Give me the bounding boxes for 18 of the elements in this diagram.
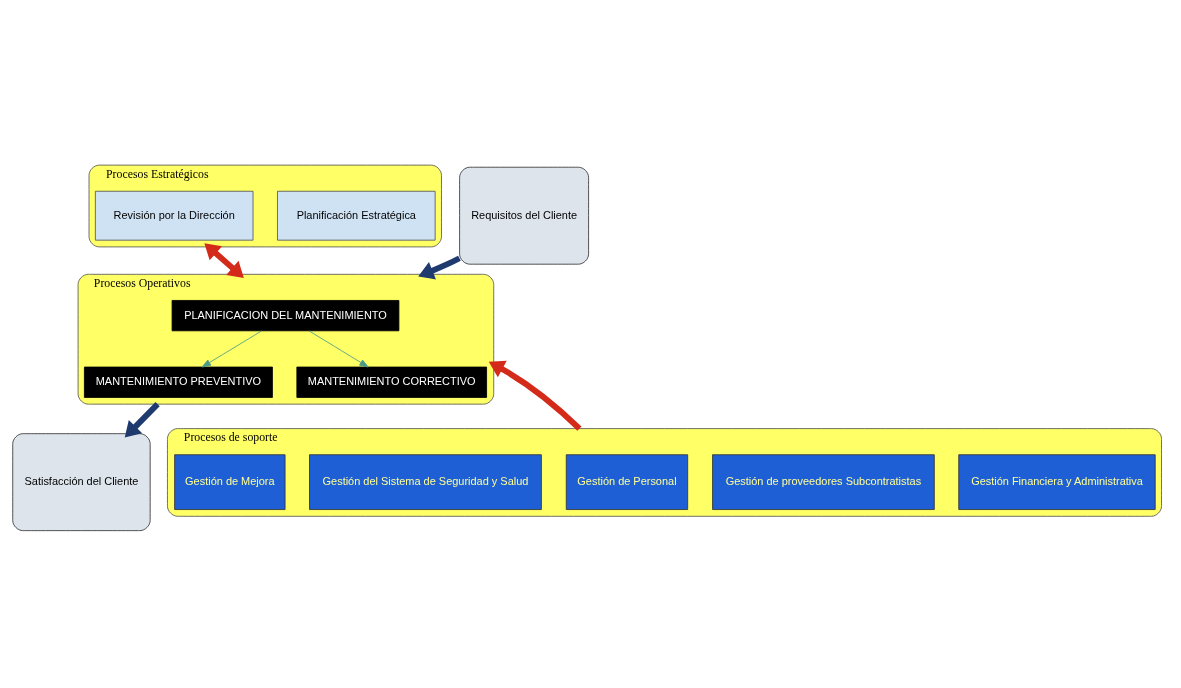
node-box: Satisfacción del Cliente [12, 432, 151, 531]
node-box: Gestión del Sistema de Seguridad y Salud [309, 453, 542, 510]
node-box: Gestión de Personal [565, 453, 689, 510]
node-box: Requisitos del Cliente [459, 166, 589, 265]
node-box: Gestión de proveedores Subcontratistas [712, 453, 935, 510]
arrow [201, 329, 263, 367]
arrow [308, 329, 369, 367]
node-box: Gestión Financiera y Administrativa [958, 453, 1156, 510]
arrow [488, 360, 582, 431]
arrow [418, 255, 461, 279]
node-box: Revisión por la Dirección [94, 190, 254, 241]
node-box: Gestión de Mejora [174, 453, 286, 510]
node-box: MANTENIMIENTO PREVENTIVO [83, 366, 273, 398]
arrow [204, 242, 244, 278]
node-box: Planificación Estratégica [277, 190, 436, 241]
arrow [124, 401, 160, 437]
node-box: PLANIFICACION DEL MANTENIMIENTO [171, 299, 400, 331]
node-box: MANTENIMIENTO CORRECTIVO [296, 366, 487, 398]
